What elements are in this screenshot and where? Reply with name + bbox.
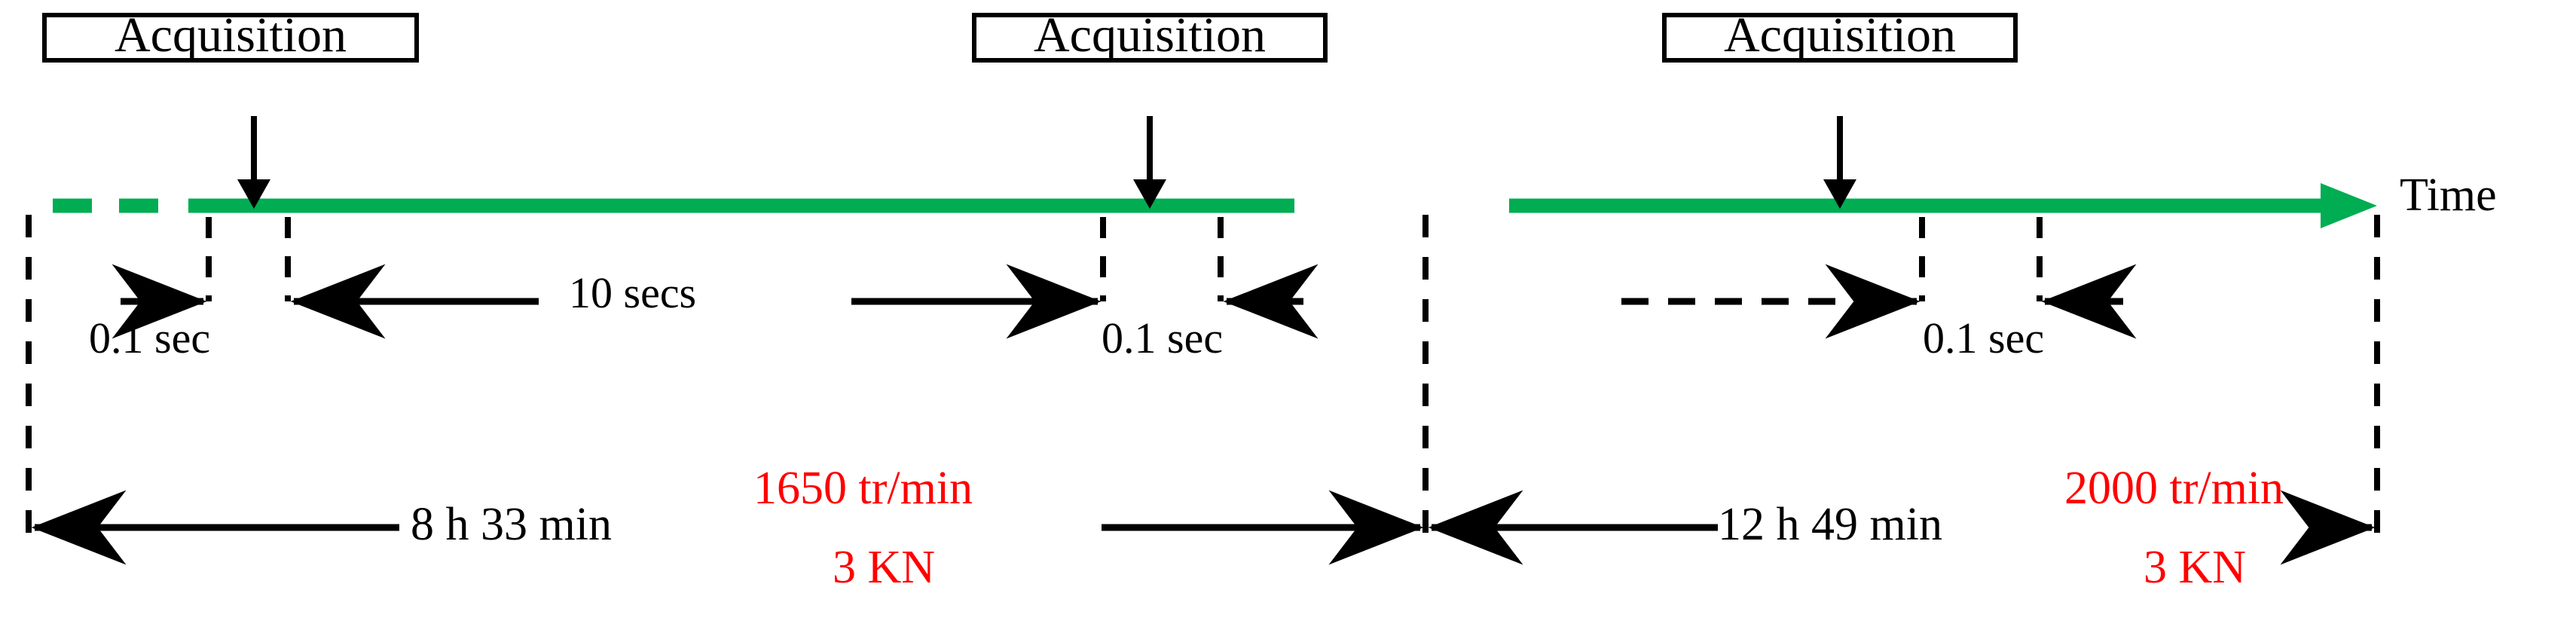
seg2-load-label: 3 KN	[2144, 542, 2247, 593]
seg2-sample-label: 0.1 sec	[1923, 313, 2045, 362]
acquisition-box-run1-end[interactable]: Acquisition	[972, 11, 1328, 63]
acquisition-drop-arrow-1	[237, 116, 270, 209]
seg2-duration-label: 12 h 49 min	[1718, 499, 1942, 550]
acquisition-drop-arrow-2	[1133, 116, 1166, 209]
time-axis-label: Time	[2400, 170, 2497, 221]
seg2-speed-label: 2000 tr/min	[2064, 463, 2284, 514]
seg1-sample1-label: 0.1 sec	[89, 313, 211, 362]
seg1-sample2-label-right: 0.1 sec	[1102, 313, 1224, 362]
seg1-load-label: 3 KN	[833, 542, 936, 593]
acquisition-box-run1-start[interactable]: Acquisition	[42, 11, 419, 63]
acquisition-drop-arrow-3	[1823, 116, 1856, 209]
seg1-speed-label: 1650 tr/min	[753, 463, 973, 514]
timeline-axis-segment-2	[1509, 183, 2377, 228]
seg1-gap-label: 10 secs	[569, 268, 697, 317]
seg1-duration-label: 8 h 33 min	[411, 499, 612, 550]
acquisition-box-run2[interactable]: Acquisition	[1662, 11, 2018, 63]
